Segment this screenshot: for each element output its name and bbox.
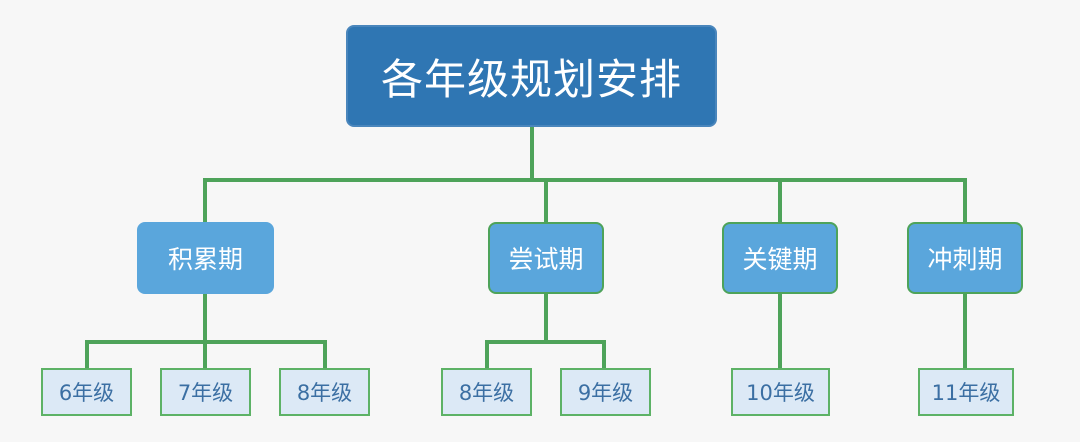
stage-label: 冲刺期 xyxy=(927,245,1003,274)
stage-node-trial: 尝试期 xyxy=(488,222,604,294)
grade-label: 8年级 xyxy=(296,381,353,405)
grade-label: 8年级 xyxy=(458,381,515,405)
grade-node: 8年级 xyxy=(441,368,532,416)
stage-label: 尝试期 xyxy=(508,245,584,274)
grade-label: 11年级 xyxy=(931,381,1001,405)
grade-label: 6年级 xyxy=(58,381,115,405)
grade-node: 8年级 xyxy=(279,368,370,416)
stage-node-accumulation: 积累期 xyxy=(137,222,274,294)
grade-label: 9年级 xyxy=(577,381,634,405)
stage-node-sprint: 冲刺期 xyxy=(907,222,1023,294)
grade-label: 7年级 xyxy=(177,381,234,405)
stage-label: 积累期 xyxy=(167,245,243,274)
stage-label: 关键期 xyxy=(742,245,818,274)
grade-label: 10年级 xyxy=(746,381,815,405)
stage-node-key: 关键期 xyxy=(722,222,838,294)
grade-node: 6年级 xyxy=(41,368,132,416)
grade-node: 10年级 xyxy=(731,368,830,416)
grade-node: 7年级 xyxy=(160,368,251,416)
grade-node: 11年级 xyxy=(918,368,1014,416)
grade-node: 9年级 xyxy=(560,368,651,416)
root-label: 各年级规划安排 xyxy=(380,54,682,104)
root-node: 各年级规划安排 xyxy=(346,25,717,127)
